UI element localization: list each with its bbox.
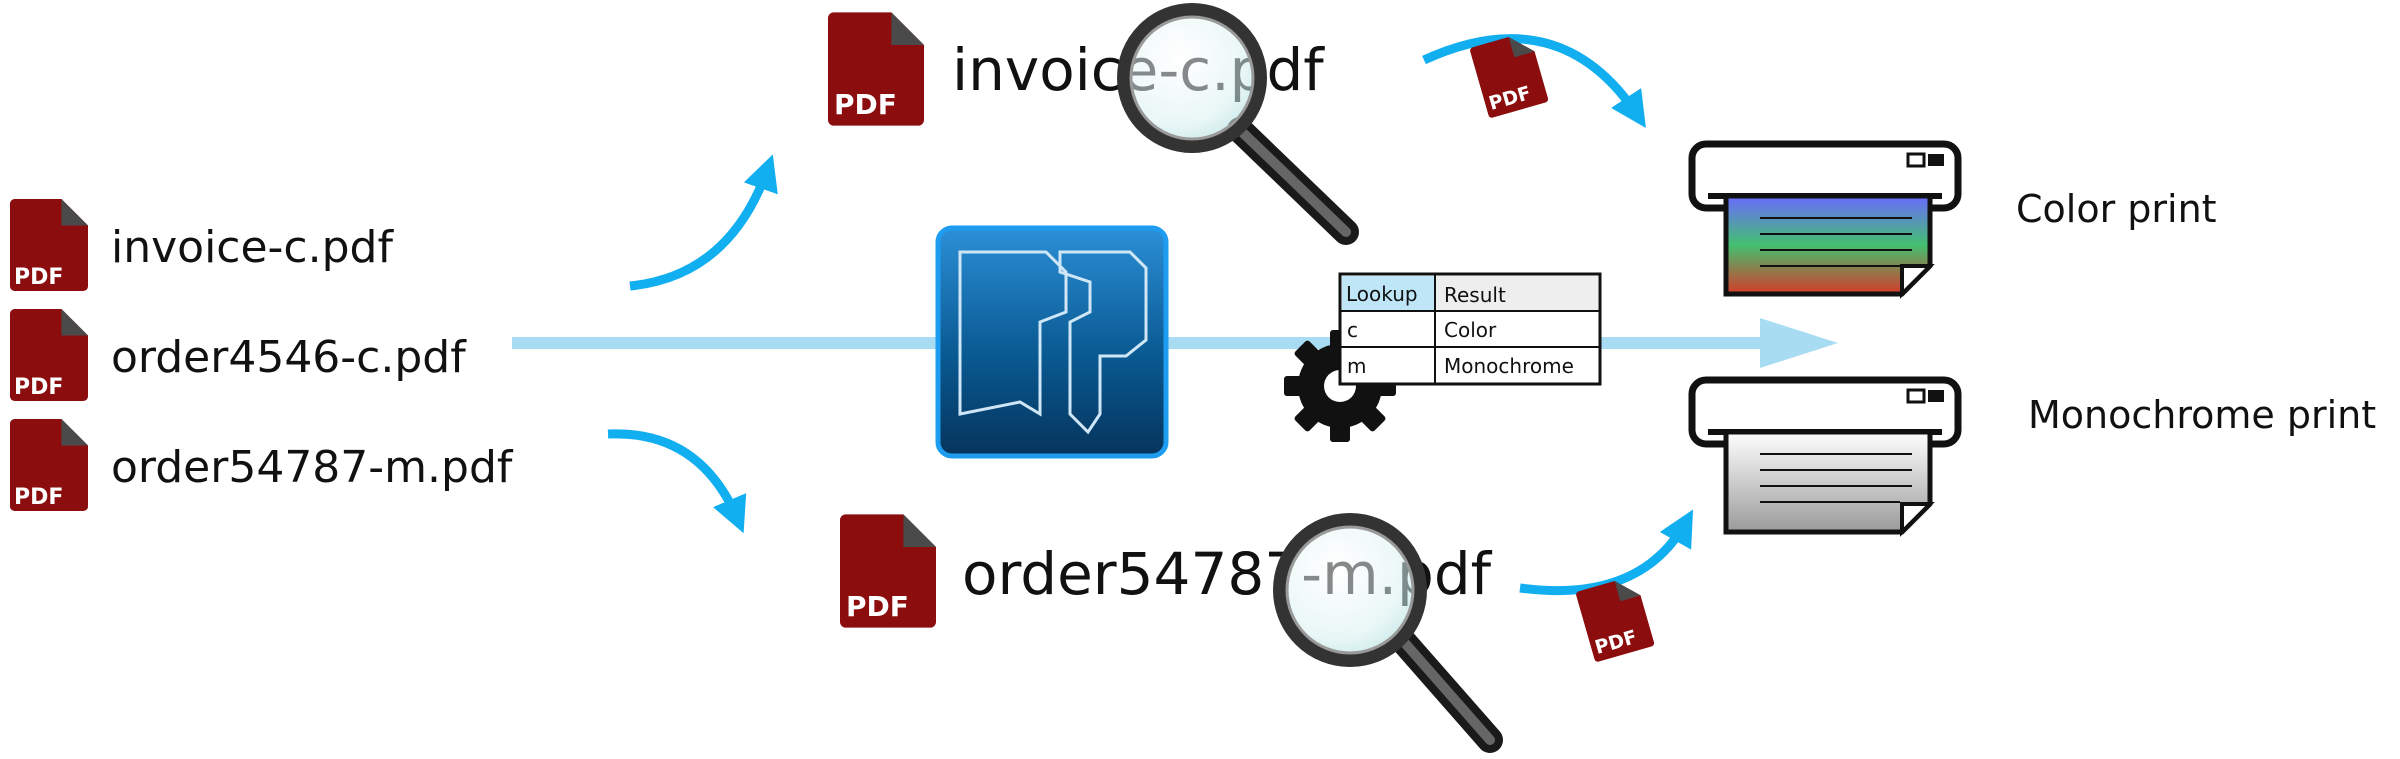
lookup-table: Lookup Result c Color m Monochrome xyxy=(1338,272,1602,386)
color-print-label: Color print xyxy=(2016,187,2217,231)
main-flow-arrow xyxy=(512,318,1838,368)
route-color-arrow xyxy=(1422,34,1646,129)
pdf-badge: PDF xyxy=(846,590,909,623)
fp-logo xyxy=(935,225,1169,459)
monochrome-print-label: Monochrome print xyxy=(2028,393,2376,437)
pdf-badge: PDF xyxy=(14,375,63,400)
split-down-arrow xyxy=(607,429,747,534)
pdf-badge: PDF xyxy=(14,485,63,510)
table-header-result: Result xyxy=(1444,283,1506,307)
split-up-arrow xyxy=(629,154,778,291)
magnifier-icon xyxy=(1117,3,1359,245)
file-name: order4546-c.pdf xyxy=(111,332,467,383)
input-file-item: PDF order4546-c.pdf xyxy=(10,308,467,402)
pdf-badge: PDF xyxy=(834,88,897,121)
input-file-item: PDF order54787-m.pdf xyxy=(10,418,514,512)
input-file-list: PDF invoice-c.pdf PDF order4546-c.pdf PD… xyxy=(10,198,514,512)
printer-icon xyxy=(1688,140,1962,299)
table-cell: Monochrome xyxy=(1444,354,1574,378)
lookup-header-cell xyxy=(1342,276,1434,310)
table-header-lookup: Lookup xyxy=(1346,282,1418,306)
printer-icon xyxy=(1688,376,1962,537)
magnifier-icon xyxy=(1273,513,1503,753)
result-header-cell xyxy=(1436,276,1598,310)
table-cell: c xyxy=(1347,318,1358,342)
input-file-item: PDF invoice-c.pdf xyxy=(10,198,394,292)
table-cell: Color xyxy=(1444,318,1497,342)
route-mono-arrow xyxy=(1519,509,1694,596)
table-cell: m xyxy=(1347,354,1366,378)
file-name: invoice-c.pdf xyxy=(111,222,394,273)
pdf-badge: PDF xyxy=(14,265,63,290)
file-name: order54787-m.pdf xyxy=(111,442,514,493)
